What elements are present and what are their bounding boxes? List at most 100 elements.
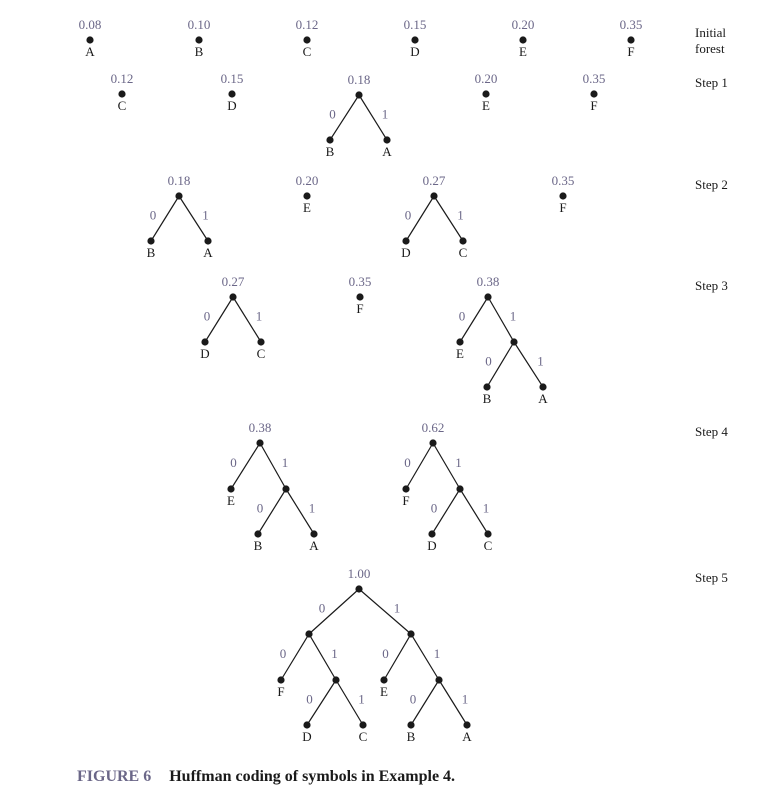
edge-bit-label: 0: [404, 455, 411, 470]
tree-edge: [308, 588, 360, 635]
edge-bit-label: 1: [256, 309, 263, 324]
leaf-symbol: C: [118, 98, 127, 113]
edge-bit-label: 0: [204, 309, 211, 324]
leaf-symbol: A: [382, 144, 392, 159]
tree-edge: [486, 341, 515, 388]
tree-node: [559, 192, 567, 200]
tree-edge: [150, 195, 180, 242]
tree-node: [204, 237, 212, 245]
edge-bit-label: 0: [306, 692, 313, 707]
tree-edge: [433, 195, 464, 242]
figure-number: FIGURE 6: [77, 768, 152, 785]
edge-bit-label: 1: [382, 107, 389, 122]
tree-edge: [280, 633, 310, 681]
tree-node: [303, 36, 311, 44]
node-weight: 0.12: [111, 71, 134, 86]
leaf-symbol: E: [482, 98, 490, 113]
node-weight: 0.20: [296, 173, 319, 188]
tree-node: [383, 136, 391, 144]
tree: 0.35F: [349, 274, 372, 316]
tree-node: [254, 530, 262, 538]
tree: 0.12C: [296, 17, 319, 59]
tree: 0.35F: [552, 173, 575, 215]
step-label: Step 4: [695, 424, 728, 439]
node-weight: 0.27: [222, 274, 245, 289]
tree-node: [229, 293, 237, 301]
node-weight: 0.38: [477, 274, 500, 289]
tree-node: [463, 721, 471, 729]
tree-edge: [285, 488, 315, 535]
tree-node: [539, 383, 547, 391]
tree-node: [195, 36, 203, 44]
tree-node: [411, 36, 419, 44]
tree: 0.35F: [583, 71, 606, 113]
edge-bit-label: 1: [457, 208, 464, 223]
edge-bit-label: 0: [150, 208, 157, 223]
edge-bit-label: 0: [257, 501, 264, 516]
tree: 0.20E: [475, 71, 498, 113]
tree-node: [201, 338, 209, 346]
leaf-symbol: D: [401, 245, 410, 260]
leaf-symbol: B: [483, 391, 492, 406]
node-weight: 0.12: [296, 17, 319, 32]
tree-edge: [487, 296, 515, 343]
tree-node: [430, 192, 438, 200]
edge-bit-label: 1: [455, 455, 462, 470]
tree-node: [359, 721, 367, 729]
tree-node: [332, 676, 340, 684]
tree-node: [402, 237, 410, 245]
step-label: Step 2: [695, 177, 728, 192]
tree-edge: [230, 442, 261, 490]
tree-edge: [405, 195, 435, 242]
leaf-symbol: F: [590, 98, 597, 113]
leaf-symbol: F: [559, 200, 566, 215]
edge-bit-label: 1: [483, 501, 490, 516]
tree: 0.35F: [620, 17, 643, 59]
node-weight: 0.20: [475, 71, 498, 86]
leaf-symbol: B: [147, 245, 156, 260]
node-weight: 0.35: [552, 173, 575, 188]
tree-node: [257, 338, 265, 346]
tree-node: [456, 485, 464, 493]
edge-bit-label: 0: [431, 501, 438, 516]
leaf-symbol: E: [303, 200, 311, 215]
node-weight: 0.15: [221, 71, 244, 86]
edge-bit-label: 0: [382, 646, 389, 661]
leaf-symbol: D: [200, 346, 209, 361]
tree-node: [175, 192, 183, 200]
leaf-symbol: A: [462, 729, 472, 744]
leaf-symbol: F: [627, 44, 634, 59]
tree-node: [428, 530, 436, 538]
node-weight: 0.35: [583, 71, 606, 86]
leaf-symbol: B: [326, 144, 335, 159]
leaf-symbol: E: [227, 493, 235, 508]
leaf-symbol: A: [203, 245, 213, 260]
edge-bit-label: 1: [510, 309, 517, 324]
tree-node: [435, 676, 443, 684]
leaf-symbol: E: [519, 44, 527, 59]
tree-node: [303, 192, 311, 200]
tree: 0.15D: [221, 71, 244, 113]
leaf-symbol: B: [254, 538, 263, 553]
tree: 0.08A: [79, 17, 102, 59]
tree-node: [459, 237, 467, 245]
tree-node: [380, 676, 388, 684]
tree-edge: [232, 296, 262, 343]
tree-node: [355, 91, 363, 99]
leaf-symbol: D: [410, 44, 419, 59]
step-label: Step 5: [695, 570, 728, 585]
edge-bit-label: 0: [230, 455, 237, 470]
tree-edge: [513, 341, 544, 388]
tree-node: [484, 530, 492, 538]
tree-node: [484, 293, 492, 301]
tree-node: [402, 485, 410, 493]
tree-node: [118, 90, 126, 98]
